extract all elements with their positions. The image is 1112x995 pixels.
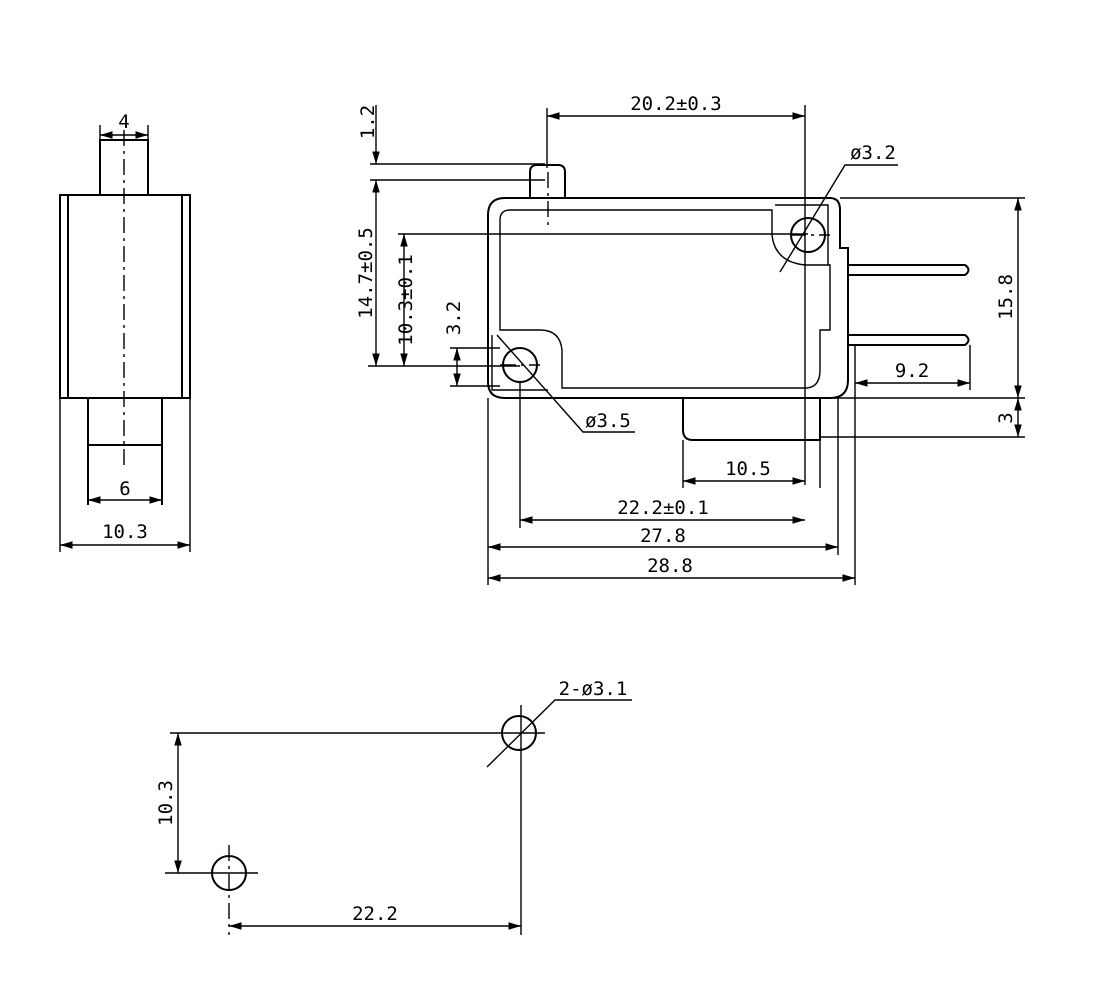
dim-terminal-depth: 3 xyxy=(995,412,1017,423)
dim-mount-vertical: 10.3 xyxy=(155,780,177,826)
terminal-no xyxy=(848,264,970,276)
switch-body xyxy=(59,194,191,399)
dim-body-width: 10.3 xyxy=(102,521,148,543)
terminal-nc xyxy=(848,334,970,346)
dim-body-length: 27.8 xyxy=(640,525,686,547)
dim-mount-horizontal: 22.2 xyxy=(352,903,398,925)
switch-body xyxy=(487,197,849,399)
dim-body-height: 15.8 xyxy=(995,274,1017,320)
dim-hole-spacing: 22.2±0.1 xyxy=(617,497,709,519)
terminal-com xyxy=(682,398,821,441)
dim-right-hole-dia: ø3.2 xyxy=(850,142,896,164)
side-view: 20.2±0.3 1.2 14.7±0.5 10.3±0.1 3.2 ø3.5 … xyxy=(355,93,1025,585)
dim-plunger-height: 14.7±0.5 xyxy=(355,227,377,319)
dim-hole-vertical-spacing: 10.3±0.1 xyxy=(395,254,417,346)
dim-bottom-terminal: 10.5 xyxy=(725,458,771,480)
dim-terminal-width: 6 xyxy=(119,478,130,500)
end-view: 4 6 10.3 xyxy=(59,111,191,552)
dim-plunger-to-hole: 20.2±0.3 xyxy=(630,93,722,115)
dim-small-offset: 3.2 xyxy=(443,301,465,335)
dim-mount-hole-spec: 2-ø3.1 xyxy=(559,678,628,700)
dim-actuator-width: 4 xyxy=(118,111,129,133)
dim-terminal-length: 9.2 xyxy=(895,360,929,382)
dim-plunger-travel: 1.2 xyxy=(357,105,379,139)
dim-left-hole-dia: ø3.5 xyxy=(585,410,631,432)
dim-overall-length: 28.8 xyxy=(647,555,693,577)
mounting-pattern: 10.3 22.2 2-ø3.1 xyxy=(155,678,632,935)
